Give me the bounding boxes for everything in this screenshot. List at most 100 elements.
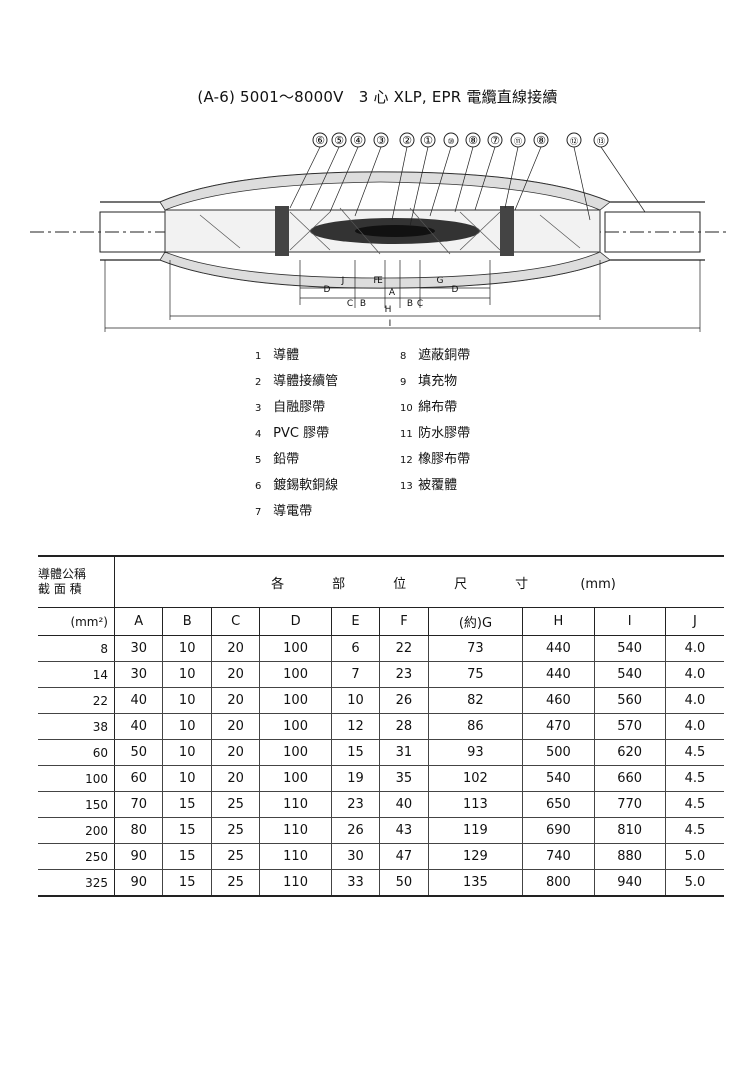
dimension-cell: 6 xyxy=(330,635,380,662)
legend-item: 1 導體 xyxy=(255,348,300,363)
dimension-cell: 30 xyxy=(113,661,163,688)
callout-11: ⑪ xyxy=(504,132,526,209)
dimension-cell: 30 xyxy=(113,635,163,662)
dimension-cell: 690 xyxy=(522,817,595,844)
callout-3: ③ xyxy=(354,132,389,217)
dimension-cell: 4.5 xyxy=(664,739,724,766)
legend-item: 8 遮蔽銅帶 xyxy=(400,348,471,363)
dimension-cell: 26 xyxy=(330,817,380,844)
dimension-cell: 650 xyxy=(522,791,595,818)
dimension-cell: 20 xyxy=(210,635,260,662)
dim-label-B-left: B xyxy=(360,299,366,309)
connector-core xyxy=(355,225,435,237)
dimension-cell: 113 xyxy=(427,791,523,818)
svg-text:⑦: ⑦ xyxy=(490,134,500,147)
dimension-cell: 80 xyxy=(113,817,163,844)
dimension-cell: 4.0 xyxy=(664,687,724,714)
dimension-cell: 50 xyxy=(379,869,429,897)
shield-left xyxy=(275,206,289,256)
cross-section-cell: 200 xyxy=(38,817,115,844)
dimension-cell: 100 xyxy=(259,661,332,688)
dimension-cell: 47 xyxy=(379,843,429,870)
dimension-cell: 30 xyxy=(330,843,380,870)
dimension-cell: 75 xyxy=(427,661,523,688)
dimension-cell: 93 xyxy=(427,739,523,766)
dimension-cell: 5.0 xyxy=(664,843,724,870)
dimension-cell: 4.5 xyxy=(664,765,724,792)
dimension-cell: 940 xyxy=(593,869,666,897)
dimension-cell: 50 xyxy=(113,739,163,766)
svg-text:⑫: ⑫ xyxy=(570,137,578,146)
dimension-cell: 15 xyxy=(330,739,380,766)
dimension-cell: 10 xyxy=(162,635,212,662)
dimension-cell: 660 xyxy=(593,765,666,792)
dimension-cell: 10 xyxy=(162,765,212,792)
dimension-cell: 28 xyxy=(379,713,429,740)
dimension-cell: 10 xyxy=(162,739,212,766)
col-header: A xyxy=(113,607,163,636)
svg-text:⑪: ⑪ xyxy=(514,137,522,146)
callout-12: ⑫ xyxy=(566,132,591,221)
col-header: I xyxy=(593,607,666,636)
col-header: J xyxy=(664,607,724,636)
dimension-cell: 25 xyxy=(210,791,260,818)
svg-text:⑥: ⑥ xyxy=(315,134,325,147)
dimension-cell: 7 xyxy=(330,661,380,688)
cross-section-cell: 150 xyxy=(38,791,115,818)
dimension-cell: 540 xyxy=(593,661,666,688)
dim-label-E: E xyxy=(377,276,383,286)
dimension-cell: 40 xyxy=(113,687,163,714)
dimension-cell: 440 xyxy=(522,635,595,662)
callout-13: ⑬ xyxy=(593,132,646,213)
dimension-cell: 5.0 xyxy=(664,869,724,897)
dim-label-J: J xyxy=(341,276,345,286)
dimension-cell: 570 xyxy=(593,713,666,740)
cable-right xyxy=(604,211,701,253)
dimension-cell: 20 xyxy=(210,739,260,766)
dimension-cell: 73 xyxy=(427,635,523,662)
sleeve-band-top xyxy=(159,171,611,211)
dim-label-A: A xyxy=(389,288,396,298)
svg-text:⑩: ⑩ xyxy=(447,137,454,146)
dimension-cell: 20 xyxy=(210,713,260,740)
dimension-cell: 800 xyxy=(522,869,595,897)
svg-text:⑧: ⑧ xyxy=(468,134,478,147)
dimension-cell: 110 xyxy=(259,869,332,897)
dimension-cell: 470 xyxy=(522,713,595,740)
dimension-lines xyxy=(104,260,701,332)
dimension-cell: 40 xyxy=(113,713,163,740)
dimension-cell: 20 xyxy=(210,661,260,688)
col-header: (約)G xyxy=(427,607,523,636)
dimension-cell: 86 xyxy=(427,713,523,740)
col-header: D xyxy=(259,607,332,636)
dimension-cell: 110 xyxy=(259,791,332,818)
dimension-table: 導體公稱 截 面 積 各部位尺寸 (mm) (mm²) A B C D E F … xyxy=(38,555,724,897)
dimension-cell: 35 xyxy=(379,765,429,792)
legend-item: 12 橡膠布帶 xyxy=(400,452,471,467)
dimension-cell: 100 xyxy=(259,713,332,740)
dimension-cell: 620 xyxy=(593,739,666,766)
dimension-cell: 15 xyxy=(162,817,212,844)
svg-text:⑧: ⑧ xyxy=(536,134,546,147)
cross-section-cell: 60 xyxy=(38,739,115,766)
dim-label-G: G xyxy=(437,276,444,286)
dimension-cell: 20 xyxy=(210,687,260,714)
dimension-cell: 31 xyxy=(379,739,429,766)
dimension-cell: 460 xyxy=(522,687,595,714)
dimension-cell: 15 xyxy=(162,791,212,818)
dim-label-B-right: B xyxy=(407,299,413,309)
dim-label-D-left: D xyxy=(324,285,331,295)
svg-text:③: ③ xyxy=(376,134,386,147)
legend-item: 9 填充物 xyxy=(400,374,458,389)
callout-8a: ⑧ xyxy=(454,132,481,213)
dimension-cell: 100 xyxy=(259,765,332,792)
dimension-cell: 33 xyxy=(330,869,380,897)
dimension-cell: 43 xyxy=(379,817,429,844)
dimension-cell: 440 xyxy=(522,661,595,688)
